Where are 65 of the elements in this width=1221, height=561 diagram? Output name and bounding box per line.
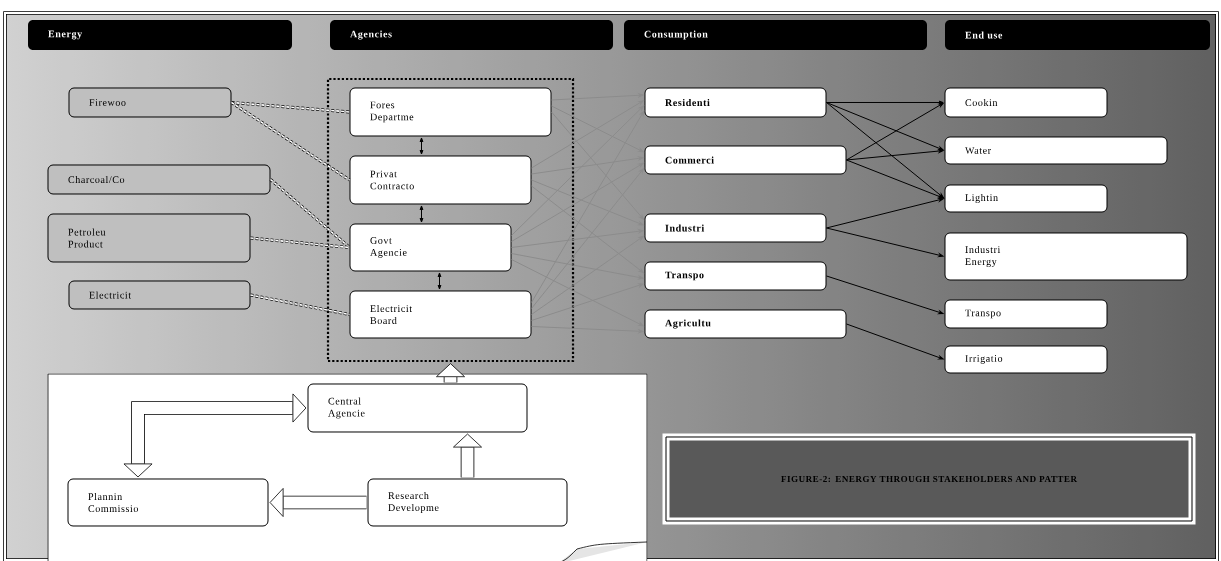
arrow xyxy=(531,100,644,169)
arrow xyxy=(511,162,644,242)
arrow xyxy=(531,326,644,334)
arrow xyxy=(846,102,944,161)
column-header: Energy xyxy=(28,20,292,50)
dashed-connector xyxy=(269,178,351,249)
arrow xyxy=(531,185,644,274)
arrow xyxy=(531,168,645,309)
consumption-box: Commerci xyxy=(644,145,847,175)
arrow xyxy=(846,159,944,199)
agency-box: Electricit Board xyxy=(349,290,532,339)
arrow xyxy=(511,259,644,327)
arrow xyxy=(531,156,644,175)
block-arrow xyxy=(436,363,465,383)
arrow xyxy=(846,323,944,360)
arrow xyxy=(551,111,645,220)
consumption-box: Residenti xyxy=(644,87,827,118)
end-use-box: Water xyxy=(944,136,1168,165)
column-header: End use xyxy=(945,20,1210,50)
arrow xyxy=(419,137,424,155)
end-use-box: Irrigatio xyxy=(944,345,1108,374)
agency-box: Research Developme xyxy=(367,478,568,527)
arrow xyxy=(551,93,644,101)
column-header: Consumption xyxy=(624,20,927,50)
consumption-box: Agricultu xyxy=(644,309,847,339)
arrow xyxy=(511,229,644,248)
dotted-group-box xyxy=(326,77,575,363)
dashed-connector xyxy=(249,293,351,316)
consumption-box: Transpo xyxy=(644,261,827,291)
arrow xyxy=(826,227,944,258)
energy-source-box: Electricit xyxy=(68,280,251,310)
block-arrow xyxy=(269,488,367,517)
agency-box: Privat Contracto xyxy=(349,155,532,205)
end-use-box: Transpo xyxy=(944,299,1108,329)
consumption-box: Industri xyxy=(644,213,827,243)
arrow xyxy=(826,197,944,229)
arrow xyxy=(826,102,944,151)
arrow xyxy=(531,235,644,315)
arrow xyxy=(551,105,644,153)
arrow xyxy=(531,179,644,226)
end-use-box: Cookin xyxy=(944,87,1108,118)
arrow xyxy=(846,149,944,161)
energy-source-box: Charcoal/Co xyxy=(47,164,271,195)
dashed-connector xyxy=(230,101,351,182)
arrow xyxy=(437,272,442,290)
figure-title-box: FIGURE-2: ENERGY THROUGH STAKEHOLDERS AND PATTER xyxy=(662,433,1196,525)
block-arrow xyxy=(123,393,307,478)
energy-source-box: Firewoo xyxy=(68,87,232,118)
arrow xyxy=(531,283,644,321)
energy-source-box: Petroleu Product xyxy=(47,213,251,263)
end-use-box: Lightin xyxy=(944,184,1108,213)
arrow xyxy=(511,105,644,236)
arrow xyxy=(419,205,424,223)
dashed-connector xyxy=(249,236,351,249)
arrow xyxy=(826,102,944,199)
agency-box: Fores Departme xyxy=(349,87,552,137)
arrow xyxy=(531,110,645,303)
arrow xyxy=(511,253,644,280)
agency-box: Govt Agencie xyxy=(349,223,512,272)
arrow xyxy=(826,100,944,105)
dashed-connector xyxy=(230,101,351,114)
block-arrow xyxy=(453,433,482,478)
column-header: Agencies xyxy=(330,20,613,50)
arrow xyxy=(826,275,944,315)
end-use-box: Industri Energy xyxy=(944,232,1188,281)
